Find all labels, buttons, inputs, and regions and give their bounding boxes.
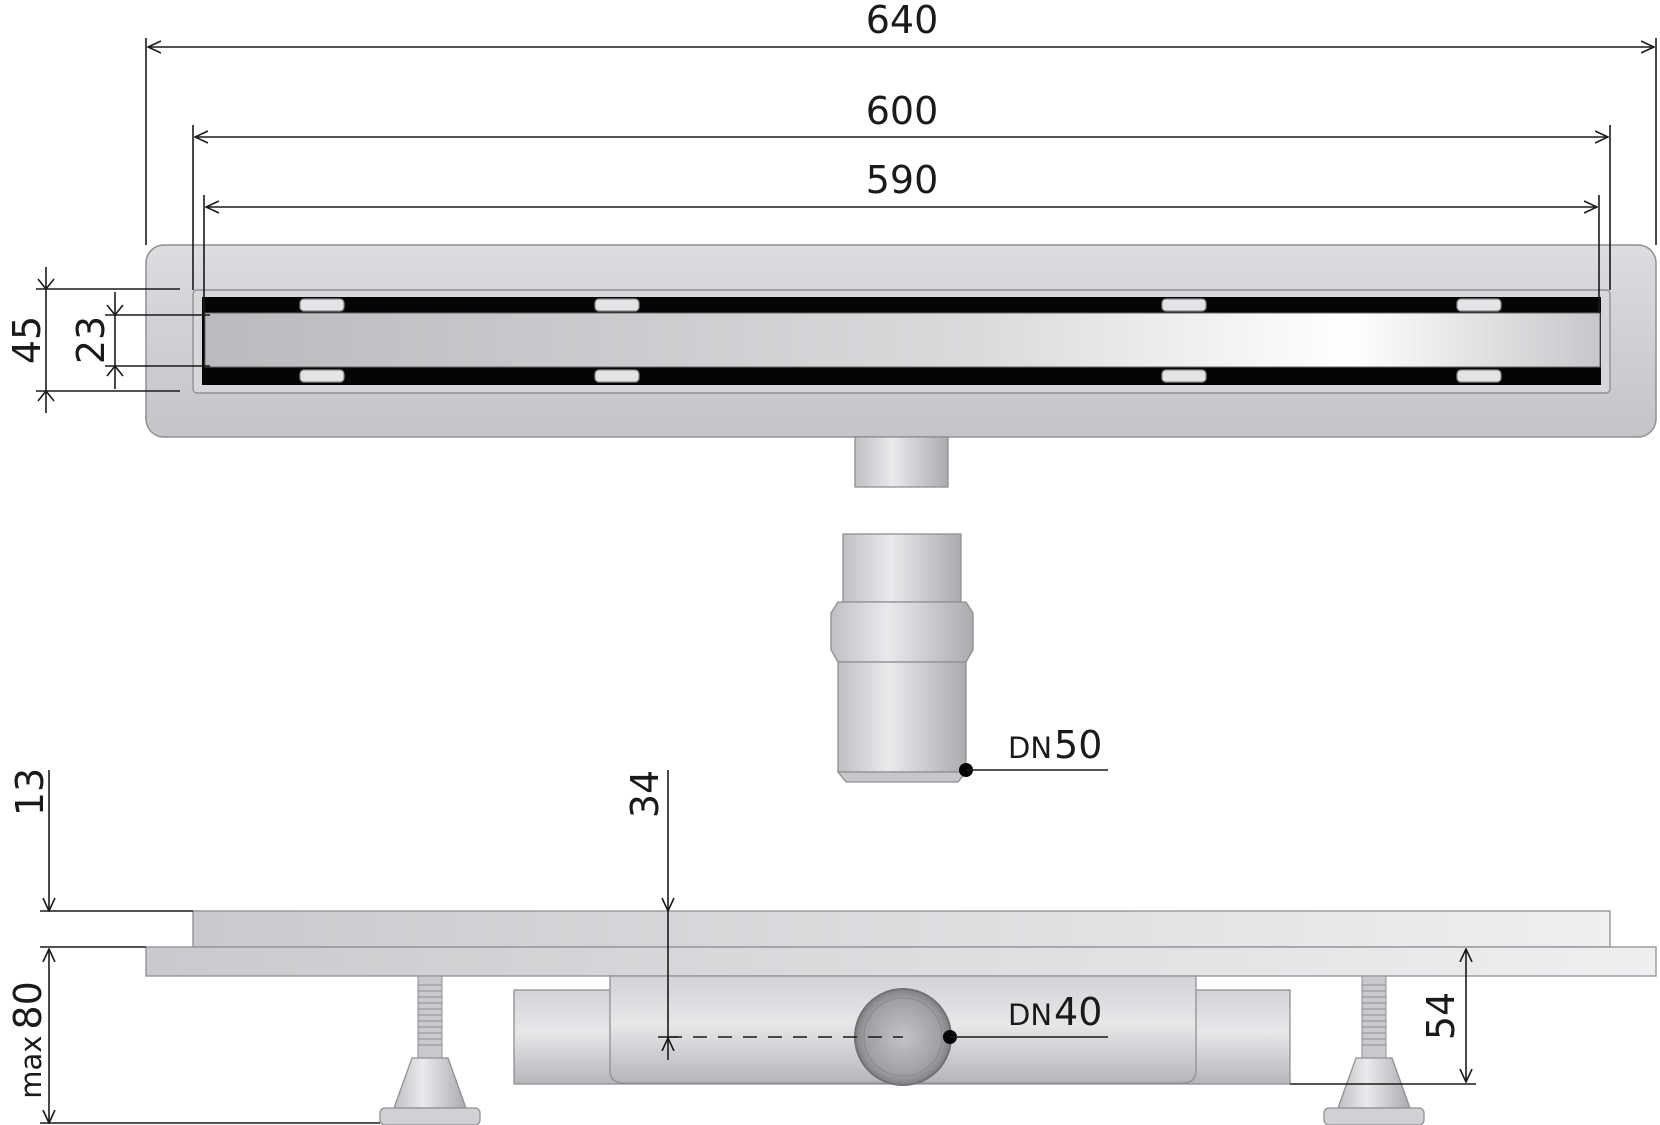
top-view: 640 600 590 45 23 <box>5 0 1657 488</box>
dn50-label: DN50 <box>1008 723 1102 767</box>
dim-max80-label: max 80 <box>6 981 50 1099</box>
dim-34-label: 34 <box>623 770 667 818</box>
siphon: DN50 <box>830 533 1108 783</box>
dn50-size: 50 <box>1054 723 1102 767</box>
dim-max80-prefix: max <box>14 1036 48 1099</box>
dn40-prefix: DN <box>1008 998 1052 1032</box>
side-view: 13 max 80 34 DN40 54 <box>6 768 1657 1125</box>
foot-right <box>1323 975 1425 1125</box>
dim-600-label: 600 <box>866 89 939 133</box>
side-grate <box>192 910 1611 948</box>
dim-13-label: 13 <box>8 768 52 816</box>
dim-640-label: 640 <box>866 0 939 42</box>
dim-54-label: 54 <box>1419 992 1463 1040</box>
foot-left <box>379 975 481 1125</box>
dn50-prefix: DN <box>1008 731 1052 765</box>
dn40-size: 40 <box>1054 990 1102 1034</box>
outlet-stub <box>854 436 949 488</box>
dim-590-label: 590 <box>866 158 939 202</box>
dim-max80-value: 80 <box>6 981 50 1029</box>
grate-clips <box>299 298 1502 383</box>
side-frame <box>145 946 1657 977</box>
drain-grate <box>204 312 1601 368</box>
dim-45-label: 45 <box>5 316 49 364</box>
dn40-label: DN40 <box>1008 990 1102 1034</box>
dim-23-label: 23 <box>69 316 113 364</box>
